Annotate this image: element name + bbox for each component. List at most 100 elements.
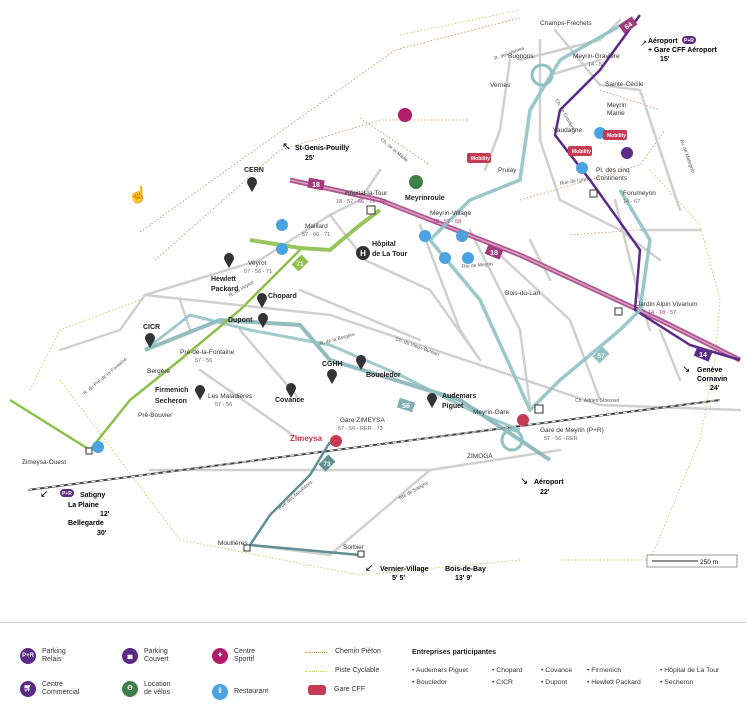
stop-sorbier <box>357 550 365 558</box>
map-label: P+R <box>684 38 694 44</box>
legend-parking-couvert: ▄ Parking Couvert <box>122 648 169 664</box>
map-label: 14 <box>699 352 707 359</box>
map-label: Aéroport <box>534 479 564 486</box>
poi-pins <box>145 177 437 408</box>
companies-title: Entreprises participantes <box>412 649 497 656</box>
bus-line-57-west <box>144 313 521 432</box>
map-label: Bois-de-Bay <box>445 566 486 573</box>
bus-line-west <box>9 249 301 452</box>
company-item: • Dupont <box>541 679 568 686</box>
fork-knife-icon: ǁ <box>212 684 228 700</box>
company-item: • Covance <box>541 667 573 674</box>
map-label: Rte de Meyrin <box>462 261 494 270</box>
restaurant-icon <box>462 252 474 264</box>
pedestrian-line-icon <box>305 651 327 653</box>
dest-aeroport: ↘ Aéroport 22' <box>520 476 564 496</box>
pin-hewlett-icon <box>224 253 234 268</box>
map-label: 250 m <box>700 559 718 566</box>
map-label: Ch. Adrien Stoessel <box>575 398 619 404</box>
pin-covance-icon <box>286 383 296 398</box>
poi-cicr: CICR <box>143 324 160 331</box>
arrow-icon: ↘ <box>520 476 528 487</box>
map-label: 57 - 66 - 71 <box>302 232 330 238</box>
arrow-up-icon: ↗ <box>640 38 648 48</box>
map-label: 5' 5' <box>392 575 405 582</box>
map-label: Hôpital-la-Tour <box>345 190 388 197</box>
hospital-icon <box>356 246 370 260</box>
map-label: Mobility <box>471 156 490 162</box>
legend: P+R Parking Relais 🛒︎ Centre Commercial … <box>0 622 746 722</box>
legend-gare-cff: Gare CFF <box>308 685 365 695</box>
map-label: Rue des Moullières <box>277 479 314 511</box>
map-label: Mobility <box>572 149 591 155</box>
restaurant-icon <box>276 219 288 231</box>
map-label: Continents <box>596 175 628 182</box>
bus-line-73 <box>247 441 361 557</box>
restaurant-icon <box>456 230 468 242</box>
map-label: 18 <box>490 250 498 257</box>
tram-line-18-light <box>289 179 741 361</box>
company-item: • Hewlett Packard <box>587 679 641 686</box>
legend-centre-sportif: ✦ Centre Sportif <box>212 648 255 664</box>
company-item: • Hôpital de La Tour <box>660 667 720 674</box>
map-label: Bellegarde <box>68 520 104 527</box>
map-label: 64 <box>624 21 634 31</box>
poi-covance: Covance <box>275 397 304 404</box>
map-label: Prulay <box>498 167 517 174</box>
map-label: Gare ZIMEYSA <box>340 417 385 424</box>
map-label: 57 - 56 - RER - 73 <box>338 426 383 432</box>
poi-cern: CERN <box>244 167 264 174</box>
dest-aeroport-cff: Aéroport P+R + Gare CFF Aéroport 15' ↗ <box>640 36 717 63</box>
stop-jardin <box>614 307 623 316</box>
map-label: Av. de Mategnin <box>678 139 696 175</box>
restaurant-icons <box>92 127 606 453</box>
restaurant-icon <box>419 230 431 242</box>
bus-line-71 <box>249 208 382 253</box>
map-label: 14 - 57 <box>588 62 605 68</box>
line-badge-18b: 18 <box>484 244 504 260</box>
company-item: • CICR <box>492 679 513 686</box>
map-label: + Gare CFF Aéroport <box>648 47 717 54</box>
map-label: 57 - 56 - 71 <box>244 269 272 275</box>
bus-line-56 <box>144 317 552 462</box>
map-label: Genève <box>697 367 722 374</box>
map-label: 57 <box>597 353 605 360</box>
arrow-icon: ↙ <box>365 563 373 574</box>
map-label: Sorbier <box>343 544 365 551</box>
pin-cern-icon <box>247 177 257 192</box>
restaurant-icon <box>576 162 588 174</box>
cycle-paths <box>29 9 721 576</box>
map-label: Champs-Fréchets <box>540 20 592 27</box>
stop-meyrin-gare <box>534 404 544 414</box>
map-label: Bois-du-Lan <box>505 290 540 297</box>
poi-meyrinroule: Meyrinroule <box>405 195 445 202</box>
map-label: St-Genis-Pouilly <box>295 145 349 152</box>
poi-boucledor: Boucledor <box>366 372 401 379</box>
map-label: Les Maladières <box>208 393 253 400</box>
gare-zimeysa-icon <box>330 435 342 447</box>
map-label: 57 - 56 <box>215 402 232 408</box>
pin-boucledor-icon <box>356 355 366 370</box>
poi-audemars-l2: Piguet <box>442 403 464 410</box>
map-label: Rue de Lyon <box>559 176 588 187</box>
map-label: 24' <box>710 385 720 392</box>
pin-cghh-icon <box>327 369 337 384</box>
line-badge-18: 18 <box>307 177 325 191</box>
stop-forumeyrin <box>589 189 598 198</box>
map-label: Satigny <box>80 492 105 499</box>
map-label: 73 <box>323 461 331 468</box>
stop-hopital <box>366 205 376 215</box>
line-badge-56: 56 <box>396 397 416 413</box>
line-badge-73: 73 <box>318 454 336 472</box>
shopping-cart-icon: 🛒︎ <box>20 681 36 697</box>
pin-cicr-icon <box>145 333 155 348</box>
map-label: 71 <box>296 261 304 268</box>
line-badge-64: 64 <box>618 16 638 34</box>
stop-moullieres <box>243 544 251 552</box>
map-label: Meyrin <box>607 102 627 109</box>
sport-icon: ✦ <box>212 648 228 664</box>
map-label: Forumeyrin <box>623 190 656 197</box>
roundabout-zimoga <box>500 428 524 452</box>
map-label: Mairie <box>607 110 625 117</box>
map-label: 13' 9' <box>455 575 472 582</box>
